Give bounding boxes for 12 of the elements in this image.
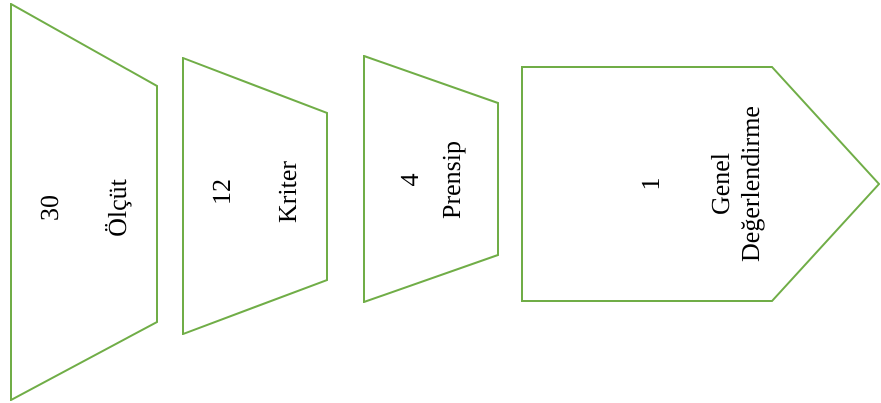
count-label: 30: [35, 195, 65, 221]
count-label: 1: [636, 178, 666, 190]
arrow-shape: [521, 66, 880, 302]
count-label: 12: [207, 179, 237, 205]
node-label: Genel Değerlendirme: [706, 105, 766, 264]
trapezoid-shape: [182, 57, 328, 335]
trapezoid-shape: [363, 55, 499, 303]
count-label: 4: [395, 174, 425, 186]
trapezoid-shape: [10, 3, 158, 401]
node-label: Ölçüt: [103, 179, 133, 237]
node-label: Prensip: [437, 141, 467, 219]
node-label: Kriter: [273, 160, 303, 224]
